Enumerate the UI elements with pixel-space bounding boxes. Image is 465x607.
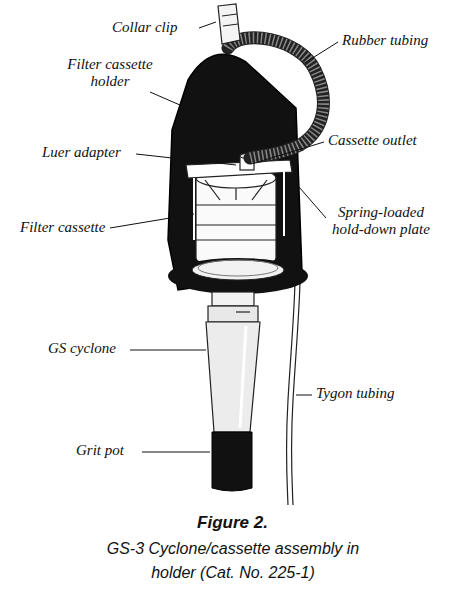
part-label: Collar clip	[112, 19, 177, 36]
part-label: GS cyclone	[48, 340, 116, 357]
gs-cyclone	[206, 292, 260, 432]
part-label: Grit pot	[76, 442, 124, 459]
part-label: Tygon tubing	[316, 385, 394, 402]
hold-down-plate	[186, 160, 292, 240]
part-label: Filter cassette holder	[56, 56, 164, 90]
filter-cassette-holder	[168, 54, 302, 290]
figure-caption: GS-3 Cyclone/cassette assembly in holder…	[97, 537, 369, 585]
rubber-tubing	[228, 38, 323, 158]
collar-clip	[218, 4, 240, 44]
part-label: Luer adapter	[42, 144, 121, 161]
holder-base-ring	[168, 258, 308, 294]
part-label: Spring-loaded hold-down plate	[322, 204, 440, 238]
grit-pot	[212, 432, 252, 491]
figure-number: Figure 2.	[0, 513, 465, 533]
part-label: Rubber tubing	[342, 32, 428, 49]
filter-cassette	[196, 168, 276, 268]
part-label: Cassette outlet	[328, 132, 417, 149]
leader-lines	[110, 22, 338, 452]
part-label: Filter cassette	[20, 219, 105, 236]
